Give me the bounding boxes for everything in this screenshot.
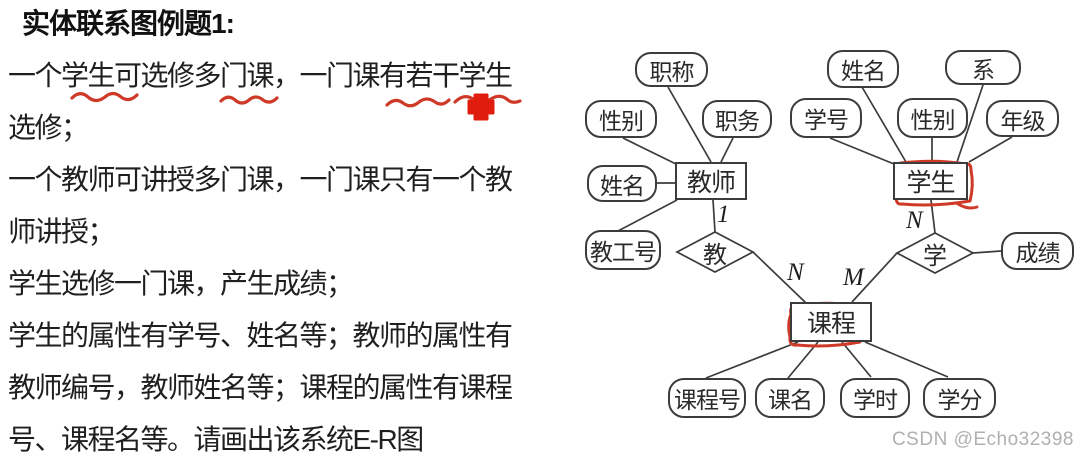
study-diamond	[895, 232, 975, 274]
problem-statement: 实体联系图例题1: 一个学生可选修多门课，一门课有若干学生 选修； 一个教师可讲…	[8, 0, 568, 466]
problem-line-1: 一个学生可选修多门课，一门课有若干学生	[8, 60, 513, 91]
problem-line-3: 一个教师可讲授多门课，一门课只有一个教	[8, 164, 513, 195]
attribute-student-department: 系	[945, 50, 1021, 85]
problem-line-6: 学生的属性有学号、姓名等；教师的属性有	[8, 320, 513, 351]
attribute-credits: 学分	[923, 378, 996, 418]
problem-line-8: 号、课程名等。请画出该系统E-R图	[8, 424, 424, 455]
attribute-student-name: 姓名	[827, 50, 899, 88]
cardinality-study-m: M	[843, 264, 864, 291]
problem-line-2: 选修；	[8, 112, 89, 143]
attribute-teacher-staff-id: 教工号	[585, 230, 661, 270]
lecture-slide: 实体联系图例题1: 一个学生可选修多门课，一门课有若干学生 选修； 一个教师可讲…	[8, 8, 1084, 455]
entity-course: 课程	[790, 302, 872, 342]
entity-teacher: 教师	[675, 162, 747, 200]
relationship-study-label: 学	[923, 242, 947, 270]
relationship-teach-label: 教	[703, 241, 727, 269]
attribute-student-gender: 性别	[897, 98, 968, 138]
er-connector-lines	[617, 84, 1013, 379]
teach-diamond	[675, 231, 755, 273]
attribute-class-hours: 学时	[840, 378, 910, 418]
attribute-student-grade: 年级	[986, 100, 1059, 137]
attribute-student-id: 学号	[790, 98, 862, 138]
attribute-teacher-position: 职务	[702, 100, 772, 138]
attribute-teacher-gender: 性别	[585, 100, 657, 138]
problem-line-4: 师讲授；	[8, 216, 116, 247]
problem-line-5: 学生选修一门课，产生成绩；	[8, 268, 354, 299]
attribute-score: 成绩	[1001, 232, 1074, 270]
problem-line-7: 教师编号，教师姓名等；课程的属性有课程	[8, 372, 513, 403]
watermark: CSDN @Echo32398	[891, 429, 1074, 450]
attribute-course-name: 课名	[755, 378, 825, 418]
cardinality-student-n: N	[906, 207, 923, 234]
attribute-teacher-title: 职称	[635, 52, 708, 87]
attribute-teacher-name: 姓名	[587, 165, 657, 202]
attribute-course-id: 课程号	[668, 378, 746, 418]
problem-title: 实体联系图例题1:	[22, 8, 235, 39]
er-diagram: 职称 性别 职务 姓名 教工号 姓名 系 学号 性别 年级 成绩 课程号 课名 …	[560, 30, 1084, 454]
entity-student: 学生	[893, 162, 968, 200]
cardinality-teach-n: N	[787, 259, 804, 286]
cardinality-teacher-1: 1	[717, 201, 730, 228]
